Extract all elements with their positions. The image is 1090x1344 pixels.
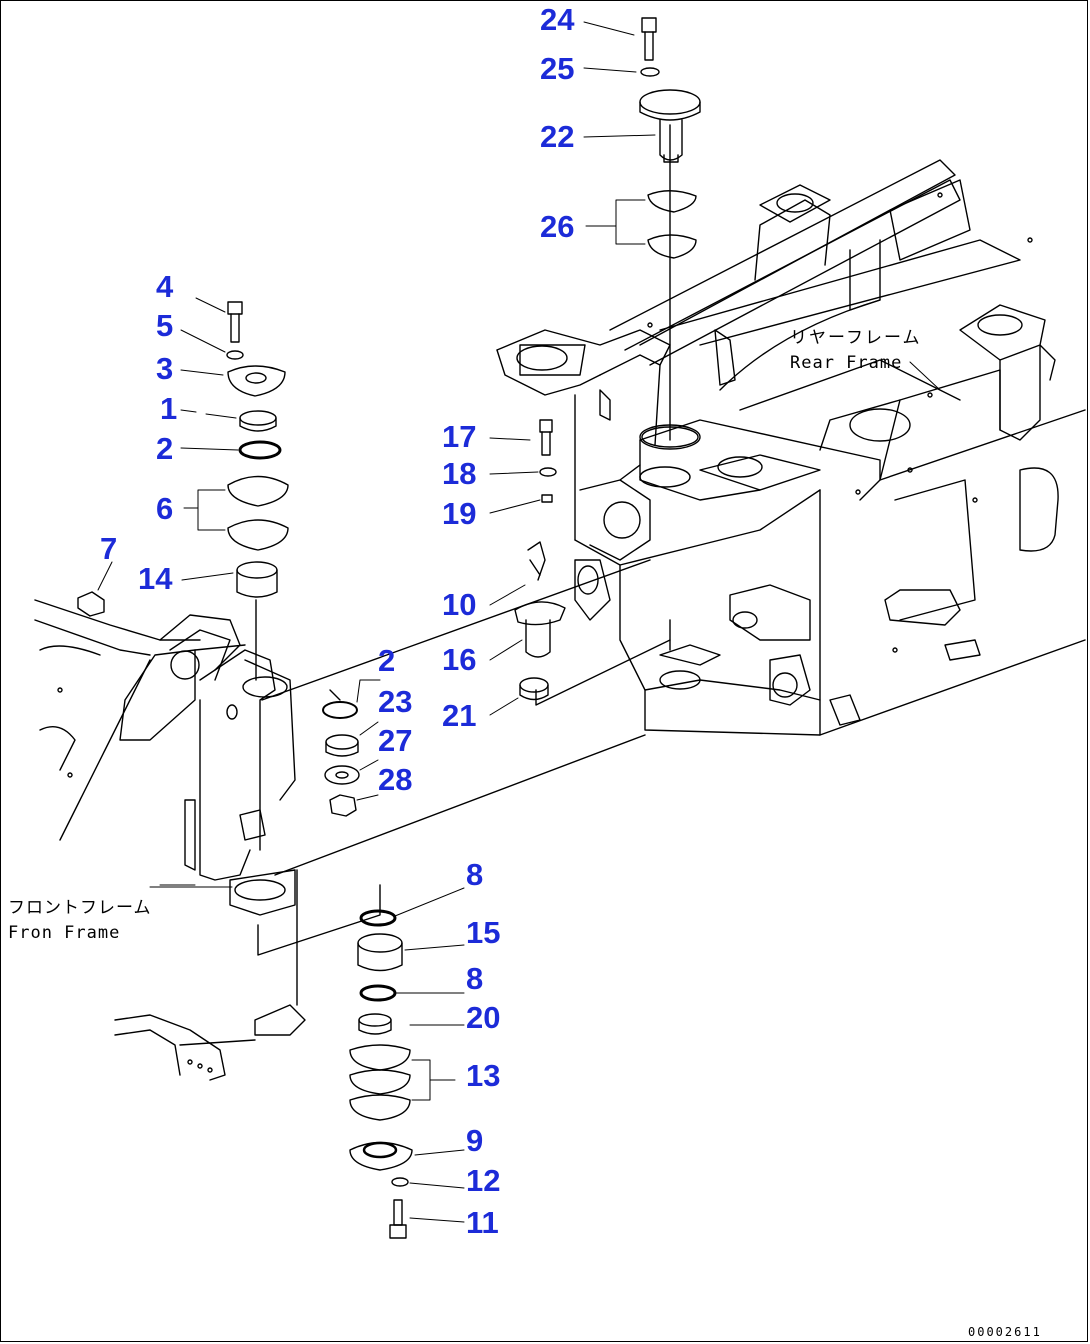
callout-4: 4 — [156, 269, 174, 304]
callout-27: 27 — [378, 723, 413, 758]
callout-15: 15 — [466, 915, 501, 950]
callout-8-upper: 8 — [466, 857, 484, 892]
callout-18: 18 — [442, 456, 477, 491]
callout-3: 3 — [156, 351, 174, 386]
callout-21: 21 — [442, 698, 477, 733]
callout-22: 22 — [540, 119, 575, 154]
front-frame-label-en: Fron Frame — [8, 923, 121, 943]
leader-lines — [97, 21, 941, 1223]
assembly-lines — [257, 559, 671, 956]
callout-7: 7 — [100, 531, 118, 566]
callout-24: 24 — [540, 2, 575, 37]
callout-6: 6 — [156, 491, 174, 526]
callout-8-lower: 8 — [466, 961, 484, 996]
callout-5: 5 — [156, 308, 174, 343]
drawing-code: 00002611 — [968, 1325, 1042, 1339]
callout-19: 19 — [442, 496, 477, 531]
callout-11: 11 — [466, 1205, 499, 1240]
callout-20: 20 — [466, 1000, 501, 1035]
front-frame-label-jp: フロントフレーム — [8, 898, 152, 918]
callout-10: 10 — [442, 587, 477, 622]
callout-23: 23 — [378, 684, 413, 719]
callout-12: 12 — [466, 1163, 501, 1198]
callout-13: 13 — [466, 1058, 501, 1093]
rear-frame-label-en: Rear Frame — [790, 353, 903, 373]
rear-frame-label-jp: リヤーフレーム — [790, 328, 922, 348]
callout-2-upper: 2 — [156, 431, 174, 466]
callout-14: 14 — [138, 561, 173, 596]
callout-9: 9 — [466, 1123, 484, 1158]
callout-26: 26 — [540, 209, 575, 244]
front-frame-drawing — [34, 591, 306, 1081]
callout-28: 28 — [378, 762, 413, 797]
rear-frame-drawing — [496, 159, 1086, 736]
callout-1: 1 — [160, 391, 178, 426]
exploded-parts — [226, 17, 701, 1239]
callout-25: 25 — [540, 51, 575, 86]
callout-17: 17 — [442, 419, 477, 454]
callout-2-lower: 2 — [378, 643, 396, 678]
callout-16: 16 — [442, 642, 477, 677]
